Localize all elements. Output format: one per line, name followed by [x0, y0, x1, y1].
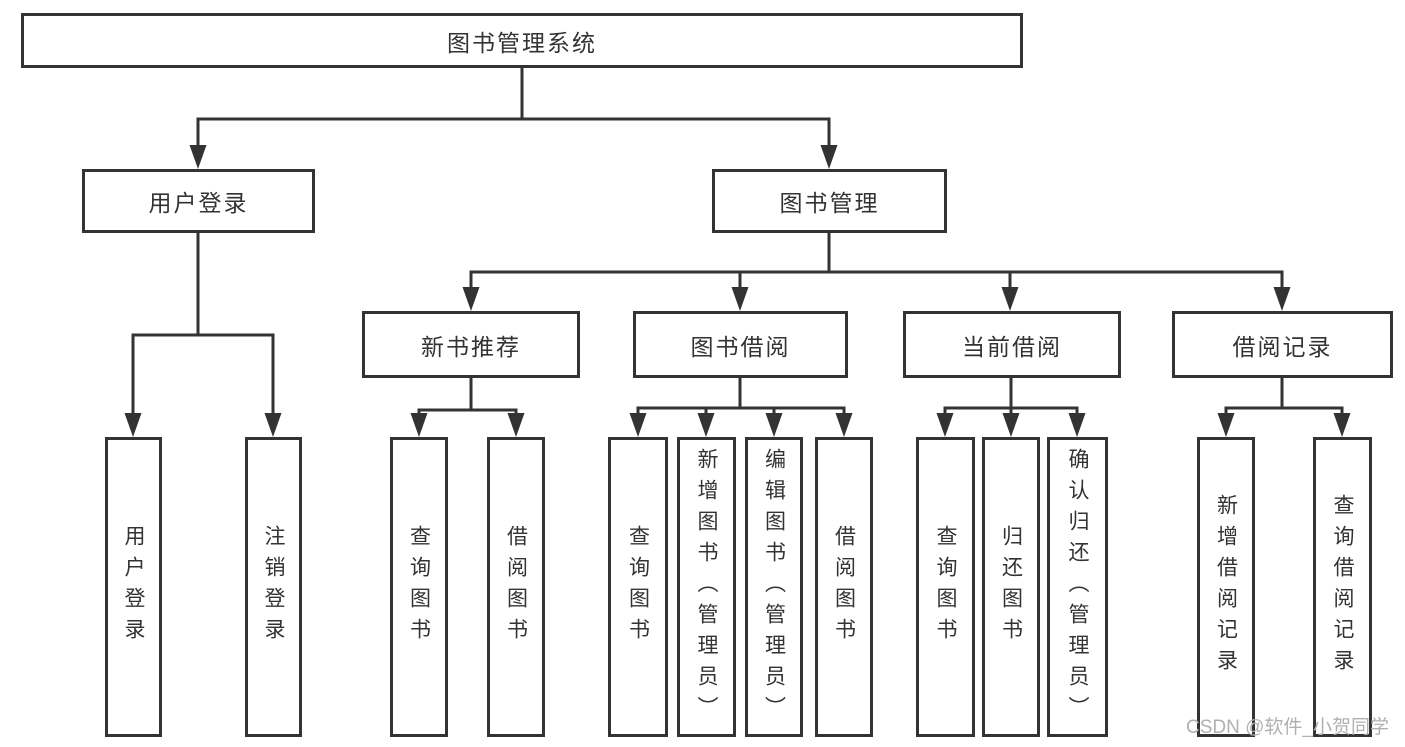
leaf-current-query-book: 查询图书	[916, 437, 975, 737]
leaf-logout: 注销登录	[245, 437, 302, 737]
node-root-system: 图书管理系统	[21, 13, 1023, 68]
arrowheads	[124, 145, 1351, 437]
node-current-borrow: 当前借阅	[903, 311, 1121, 378]
leaf-borrow-book: 借阅图书	[815, 437, 873, 737]
leaf-query-borrow-record: 查询借阅记录	[1313, 437, 1372, 737]
leaf-edit-book-admin: 编辑图书（管理员）	[745, 437, 803, 737]
node-book-borrow: 图书借阅	[633, 311, 848, 378]
csdn-watermark: CSDN @软件_小贺同学	[1186, 717, 1389, 738]
leaf-borrow-query-book: 查询图书	[608, 437, 668, 737]
tree-edges	[131, 68, 1344, 418]
node-new-book-recommend: 新书推荐	[362, 311, 580, 378]
node-borrow-record: 借阅记录	[1172, 311, 1393, 378]
leaf-add-book-admin: 新增图书（管理员）	[677, 437, 736, 737]
node-book-management: 图书管理	[712, 169, 947, 233]
node-user-login: 用户登录	[82, 169, 315, 233]
leaf-add-borrow-record: 新增借阅记录	[1197, 437, 1255, 737]
leaf-user-login: 用户登录	[105, 437, 162, 737]
leaf-recommend-borrow-book: 借阅图书	[487, 437, 545, 737]
leaf-recommend-query-book: 查询图书	[390, 437, 448, 737]
leaf-return-book: 归还图书	[982, 437, 1040, 737]
leaf-confirm-return-admin: 确认归还（管理员）	[1047, 437, 1108, 737]
